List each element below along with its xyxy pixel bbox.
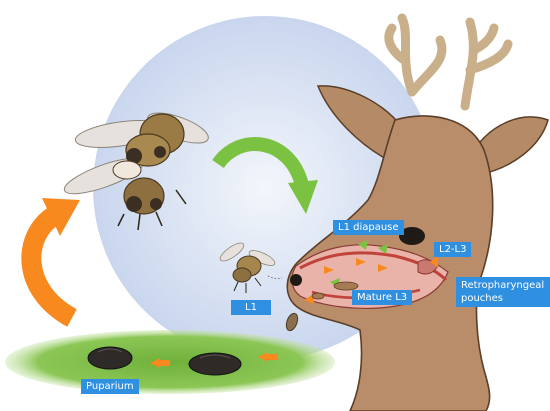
cycle-arrow-green-icon — [212, 137, 318, 214]
label-l1-diapause: L1 diapause — [333, 220, 404, 235]
ground-arrow-icon — [150, 352, 278, 368]
label-puparium: Puparium — [81, 379, 139, 394]
cycle-arrow-orange-icon — [21, 198, 80, 327]
label-retropharyngeal-pouches: Retropharyngeal pouches — [456, 277, 550, 307]
fly-pair-icon — [63, 112, 209, 231]
label-l2-l3: L2-L3 — [434, 242, 472, 257]
falling-larva-icon — [285, 312, 299, 332]
pupa-icon — [87, 346, 242, 376]
label-l1: L1 — [231, 300, 271, 315]
fly-icon — [219, 242, 283, 293]
label-mature-l3: Mature L3 — [352, 290, 413, 305]
